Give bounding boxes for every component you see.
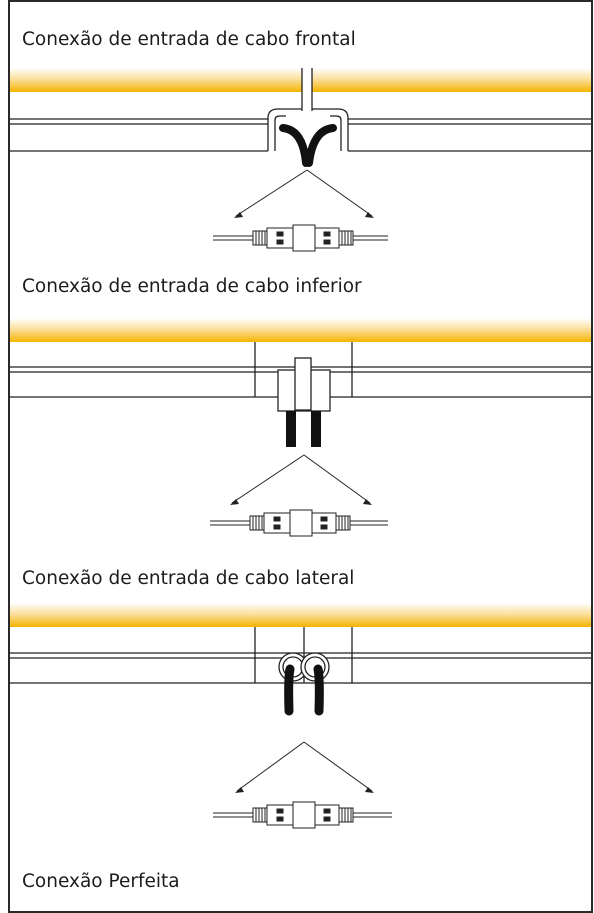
split-arrows [236,741,373,792]
heading-front-entry: Conexão de entrada de cabo frontal [22,29,356,50]
heading-perfect-connection: Conexão Perfeita [22,871,180,892]
feed-cable-slot [301,68,313,111]
led-strip-top [10,318,591,342]
arrow-head-left [230,499,239,505]
split-arrows [231,454,371,504]
cable-pair [286,411,321,447]
cable-pair [279,124,337,167]
end-cap-right [312,108,349,151]
led-strip-top [10,68,591,92]
cable-pair [284,664,324,716]
arrow-head-right [365,212,374,218]
split-arrows [235,169,373,217]
heading-side-entry: Conexão de entrada de cabo lateral [22,568,355,589]
connector-plug [210,509,388,537]
connector-plug [213,224,388,252]
side-entry-diagram [10,603,591,829]
arrow-head-left [235,787,244,793]
bottom-end-cap [277,357,331,412]
arrow-head-right [365,787,374,793]
arrow-head-left [234,212,243,218]
diagram-frame: Conexão de entrada de cabo frontal [8,0,593,913]
led-strip-top [10,603,591,627]
bottom-entry-diagram [10,318,591,537]
arrow-head-right [363,499,372,505]
profile-rail [10,118,591,152]
end-cap-left [267,108,302,151]
connector-plug [213,801,392,829]
heading-bottom-entry: Conexão de entrada de cabo inferior [22,276,362,297]
front-entry-diagram [10,68,591,252]
